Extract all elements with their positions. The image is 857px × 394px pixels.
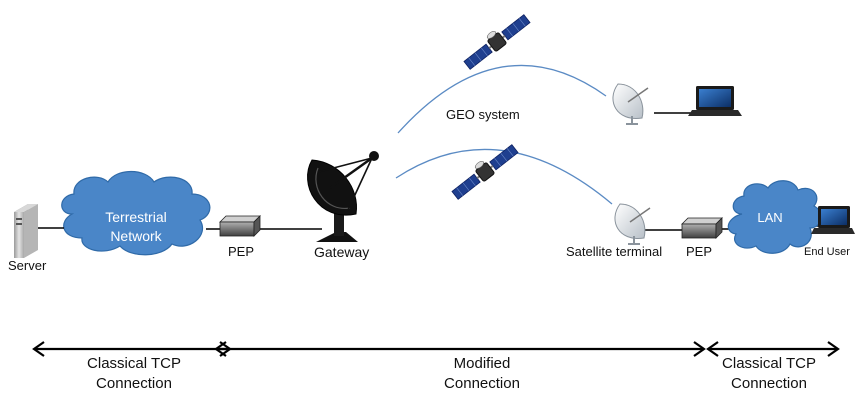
connection-label-modified-line-1: Modified bbox=[453, 355, 511, 372]
connection-label-classical-left-line-2: Connection bbox=[96, 375, 172, 392]
end-user-label: End User bbox=[804, 246, 850, 258]
terrestrial-network-label-line-1: Terrestrial bbox=[105, 209, 167, 225]
pep-label-right: PEP bbox=[686, 244, 713, 259]
geo-arc-lower bbox=[395, 148, 613, 205]
geo-system-label: GEO system bbox=[446, 107, 520, 122]
server-label: Server bbox=[8, 258, 47, 273]
end-user-laptop-icon bbox=[811, 206, 855, 234]
connection-label-classical-right: Classical TCP Connection bbox=[704, 354, 834, 394]
pep-box-left bbox=[219, 215, 261, 237]
server-icon bbox=[14, 204, 38, 258]
pep-box-right bbox=[681, 217, 723, 239]
lan-label: LAN bbox=[757, 210, 783, 225]
classical-tcp-arrow-right bbox=[706, 341, 840, 357]
connection-label-classical-right-line-1: Classical TCP bbox=[722, 355, 816, 372]
connection-label-modified: Modified Connection bbox=[412, 354, 552, 394]
connection-label-classical-right-line-2: Connection bbox=[731, 375, 807, 392]
connection-label-modified-line-2: Connection bbox=[444, 375, 520, 392]
connection-label-classical-left-line-1: Classical TCP bbox=[87, 355, 181, 372]
laptop-icon-upper bbox=[688, 86, 742, 116]
satellite-terminal-dish-icon bbox=[614, 203, 651, 245]
terrestrial-network-label-line-2: Network bbox=[110, 228, 162, 244]
terrestrial-network-label: Terrestrial Network bbox=[92, 208, 180, 246]
connection-label-classical-left: Classical TCP Connection bbox=[64, 354, 204, 394]
gateway-dish-icon bbox=[307, 151, 379, 242]
dish-icon-upper bbox=[612, 83, 649, 125]
geo-arc-upper bbox=[397, 64, 607, 134]
modified-connection-arrow bbox=[214, 341, 706, 357]
satellite-terminal-label: Satellite terminal bbox=[566, 244, 663, 259]
gateway-label: Gateway bbox=[314, 244, 370, 260]
satellite-icon-upper bbox=[463, 14, 531, 70]
pep-label-left: PEP bbox=[228, 244, 255, 259]
terrestrial-network-cloud bbox=[61, 170, 211, 256]
satellite-icon-lower bbox=[451, 144, 519, 200]
